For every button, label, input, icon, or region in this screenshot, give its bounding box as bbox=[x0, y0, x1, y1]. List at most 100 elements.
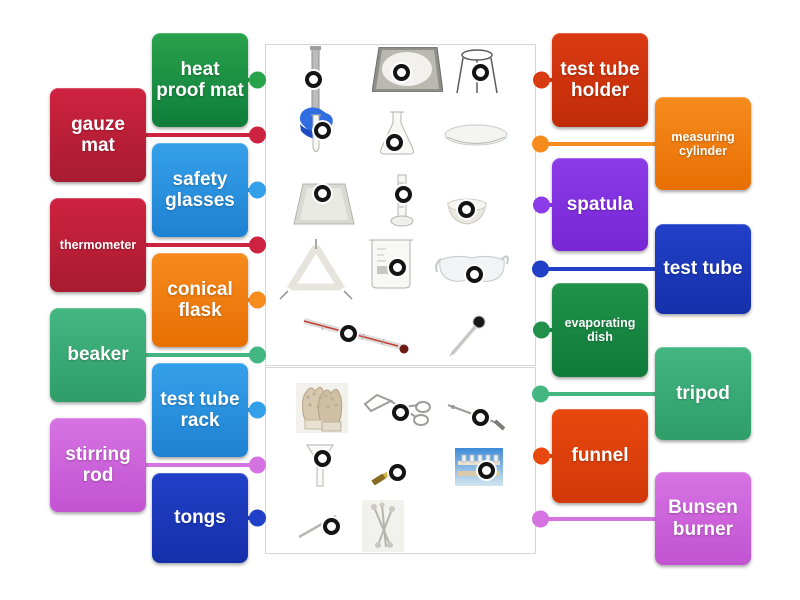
connector-dot[interactable] bbox=[249, 236, 266, 254]
label-box[interactable]: gauze mat bbox=[50, 88, 146, 182]
label-evaporating-dish[interactable]: evaporating dish bbox=[533, 283, 648, 377]
answer-marker-conical-flask[interactable] bbox=[385, 133, 403, 151]
label-text: heat proof mat bbox=[156, 58, 244, 101]
label-box[interactable]: evaporating dish bbox=[552, 283, 648, 377]
connector-line bbox=[541, 267, 656, 271]
label-text: spatula bbox=[566, 193, 634, 215]
clay-triangle-image bbox=[278, 239, 354, 306]
answer-marker-tripod[interactable] bbox=[471, 63, 489, 81]
diagram-panel-top bbox=[265, 44, 536, 366]
label-text: conical flask bbox=[167, 278, 233, 321]
answer-marker-test-tube[interactable] bbox=[313, 121, 331, 139]
label-box[interactable]: funnel bbox=[552, 409, 648, 503]
answer-marker-bunsen-burner[interactable] bbox=[304, 70, 322, 88]
label-text: safety glasses bbox=[165, 168, 235, 211]
answer-marker-heat-proof-mat[interactable] bbox=[313, 184, 331, 202]
answer-marker-test-tube-rack[interactable] bbox=[477, 461, 495, 479]
label-box[interactable]: heat proof mat bbox=[152, 33, 248, 127]
answer-marker-measuring-cylinder[interactable] bbox=[394, 185, 412, 203]
answer-marker-funnel[interactable] bbox=[313, 449, 331, 467]
label-gauze-mat[interactable]: gauze mat bbox=[50, 88, 266, 182]
answer-marker-stirring-rod[interactable] bbox=[322, 517, 340, 535]
label-thermometer[interactable]: thermometer bbox=[50, 198, 266, 292]
label-box[interactable]: measuring cylinder bbox=[655, 97, 751, 190]
answer-marker-thermometer[interactable] bbox=[339, 324, 357, 342]
answer-marker-wire-gauze-mat[interactable] bbox=[392, 63, 410, 81]
label-measuring-cylinder[interactable]: measuring cylinder bbox=[532, 97, 751, 190]
label-box[interactable]: beaker bbox=[50, 308, 146, 402]
connector-dot[interactable] bbox=[533, 447, 550, 465]
label-test-tube-holder[interactable]: test tube holder bbox=[533, 33, 648, 127]
answer-marker-spatula[interactable] bbox=[388, 463, 406, 481]
connector-dot[interactable] bbox=[249, 291, 266, 309]
connector-line bbox=[146, 133, 258, 137]
connector-dot[interactable] bbox=[249, 401, 266, 419]
label-text: funnel bbox=[571, 445, 629, 467]
label-box[interactable]: Bunsen burner bbox=[655, 472, 751, 565]
label-box[interactable]: test tube bbox=[655, 224, 751, 314]
label-box[interactable]: spatula bbox=[552, 158, 648, 251]
connector-dot[interactable] bbox=[249, 181, 266, 199]
label-box[interactable]: tripod bbox=[655, 347, 751, 440]
label-test-tube-rack[interactable]: test tube rack bbox=[152, 363, 266, 457]
connector-dot[interactable] bbox=[532, 135, 549, 152]
connector-line bbox=[146, 353, 258, 357]
answer-marker-safety-glasses[interactable] bbox=[465, 265, 483, 283]
label-box[interactable]: thermometer bbox=[50, 198, 146, 292]
label-beaker[interactable]: beaker bbox=[50, 308, 266, 402]
connector-line bbox=[541, 516, 656, 521]
label-tongs[interactable]: tongs bbox=[152, 473, 266, 563]
label-safety-glasses[interactable]: safety glasses bbox=[152, 143, 266, 237]
diagram-panel-bottom bbox=[265, 367, 536, 554]
connector-dot[interactable] bbox=[249, 126, 266, 144]
connector-dot[interactable] bbox=[532, 260, 549, 278]
label-text: tongs bbox=[174, 507, 226, 529]
label-funnel[interactable]: funnel bbox=[533, 409, 648, 503]
label-spatula[interactable]: spatula bbox=[533, 158, 648, 251]
label-text: beaker bbox=[67, 344, 129, 366]
watch-glass-image bbox=[443, 122, 509, 155]
answer-marker-beaker[interactable] bbox=[388, 258, 406, 276]
label-box[interactable]: test tube holder bbox=[552, 33, 648, 127]
label-text: stirring rod bbox=[65, 443, 131, 486]
connector-line bbox=[146, 243, 258, 247]
label-box[interactable]: test tube rack bbox=[152, 363, 248, 457]
label-text: gauze mat bbox=[71, 113, 125, 156]
connector-dot[interactable] bbox=[249, 456, 266, 474]
connector-dot[interactable] bbox=[532, 510, 549, 527]
label-text: measuring cylinder bbox=[671, 129, 735, 158]
label-test-tube[interactable]: test tube bbox=[532, 224, 751, 314]
answer-marker-test-tube-holder[interactable] bbox=[471, 408, 489, 426]
label-heat-proof-mat[interactable]: heat proof mat bbox=[152, 33, 266, 127]
label-box[interactable]: safety glasses bbox=[152, 143, 248, 237]
connector-line bbox=[541, 141, 656, 146]
label-box[interactable]: conical flask bbox=[152, 253, 248, 347]
label-stirring-rod[interactable]: stirring rod bbox=[50, 418, 266, 512]
connector-dot[interactable] bbox=[249, 346, 266, 364]
thermometer-image bbox=[298, 314, 414, 363]
label-text: Bunsen burner bbox=[668, 497, 738, 540]
label-box[interactable]: tongs bbox=[152, 473, 248, 563]
connector-dot[interactable] bbox=[532, 385, 549, 402]
label-text: test tube holder bbox=[560, 58, 640, 101]
connector-line bbox=[541, 391, 656, 396]
label-conical-flask[interactable]: conical flask bbox=[152, 253, 266, 347]
connector-dot[interactable] bbox=[249, 71, 266, 89]
heat-proof-mat-image bbox=[293, 183, 355, 230]
answer-marker-crucible-tongs[interactable] bbox=[391, 403, 409, 421]
label-text: tripod bbox=[676, 382, 730, 404]
label-text: thermometer bbox=[59, 238, 137, 252]
label-text: evaporating dish bbox=[564, 316, 636, 344]
label-bunsen-burner[interactable]: Bunsen burner bbox=[532, 472, 751, 565]
connector-line bbox=[146, 463, 258, 467]
spatula-set-image bbox=[362, 500, 404, 557]
answer-marker-evaporating-dish[interactable] bbox=[457, 200, 475, 218]
label-box[interactable]: stirring rod bbox=[50, 418, 146, 512]
connector-dot[interactable] bbox=[533, 71, 550, 89]
measuring-cylinder-image bbox=[389, 173, 415, 233]
connector-dot[interactable] bbox=[249, 509, 266, 527]
connector-dot[interactable] bbox=[533, 196, 550, 213]
label-tripod[interactable]: tripod bbox=[532, 347, 751, 440]
connector-dot[interactable] bbox=[533, 321, 550, 339]
